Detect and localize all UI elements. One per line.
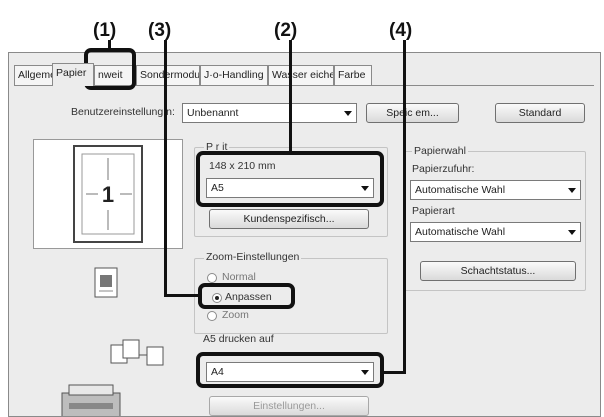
leader-line-3-horizontal (164, 294, 200, 297)
paper-type-select[interactable]: Automatische Wahl (410, 222, 581, 242)
paper-selection-title: Papierwahl (412, 145, 468, 157)
print-properties-dialog: Allgeme Papier nweit Sondermodus J·o-Han… (8, 52, 601, 417)
callout-4: (4) (389, 20, 413, 41)
paper-stack-icon (110, 339, 164, 366)
tab-general[interactable]: Allgeme (14, 65, 53, 85)
save-button[interactable]: Speic em... (366, 103, 459, 123)
zoom-settings-title: Zoom-Einstellungen (204, 251, 302, 263)
chevron-down-icon (568, 188, 576, 193)
user-settings-label: Benutzereinstellung n: (71, 106, 175, 118)
paper-size-select[interactable]: A5 (206, 178, 374, 198)
tray-status-button[interactable]: Schachtstatus... (420, 261, 576, 281)
chevron-down-icon (344, 111, 352, 116)
print-on-value: A4 (211, 366, 224, 378)
page-preview: 1 (33, 139, 183, 249)
callout-3: (3) (148, 20, 172, 41)
highlight-fit-option (198, 283, 295, 309)
callout-1: (1) (93, 20, 117, 41)
paper-size-value: A5 (211, 182, 224, 194)
tab-divider (14, 85, 594, 86)
callout-2: (2) (274, 20, 298, 41)
leader-line-2 (289, 40, 292, 153)
leader-line-4-vertical (403, 40, 406, 374)
chevron-down-icon (361, 186, 369, 191)
tab-special-mode[interactable]: Sondermodus (136, 65, 200, 85)
print-on-select[interactable]: A4 (206, 362, 374, 382)
paper-size-group-title: P r it (204, 141, 230, 153)
paper-dimensions: 148 x 210 mm (209, 160, 276, 172)
print-on-settings-button[interactable]: Einstellungen... (209, 396, 369, 416)
print-on-label: A5 drucken auf (203, 333, 274, 345)
page-layout-illustration: 1 (73, 145, 143, 243)
chevron-down-icon (361, 370, 369, 375)
zoom-normal-label: Normal (222, 271, 256, 283)
preview-page-number: 1 (102, 182, 114, 207)
zoom-zoom-radio[interactable] (207, 311, 217, 321)
tab-job-handling[interactable]: J·o-Handling (200, 65, 268, 85)
tab-advanced[interactable]: nweit (94, 65, 136, 85)
leader-line-3-vertical (164, 40, 167, 297)
tab-strip: Allgeme Papier nweit Sondermodus J·o-Han… (14, 63, 594, 86)
standard-button[interactable]: Standard (495, 103, 585, 123)
highlight-print-on-select (196, 352, 384, 388)
zoom-fit-radio[interactable] (212, 293, 222, 303)
user-settings-select[interactable]: Unbenannt (182, 103, 357, 123)
user-settings-value: Unbenannt (187, 107, 239, 119)
paper-type-value: Automatische Wahl (415, 226, 506, 238)
leader-line-4-horizontal (382, 371, 406, 374)
tab-paper[interactable]: Papier (52, 63, 94, 86)
paper-feed-value: Automatische Wahl (415, 184, 506, 196)
zoom-normal-radio[interactable] (207, 273, 217, 283)
zoom-fit-label: Anpassen (225, 291, 272, 303)
chevron-down-icon (568, 230, 576, 235)
printer-icon (61, 384, 121, 416)
paper-type-label: Papierart (412, 205, 455, 217)
custom-paper-button[interactable]: Kundenspezifisch... (209, 209, 369, 229)
highlight-paper-size (196, 151, 384, 207)
paper-feed-label: Papierzufuhr: (412, 163, 475, 175)
document-icon (94, 267, 118, 298)
leader-line-1 (108, 40, 111, 50)
zoom-zoom-label: Zoom (222, 309, 249, 321)
paper-feed-select[interactable]: Automatische Wahl (410, 180, 581, 200)
tab-watermarks[interactable]: Wasser eichen (268, 65, 334, 85)
tab-color[interactable]: Farbe (334, 65, 372, 85)
